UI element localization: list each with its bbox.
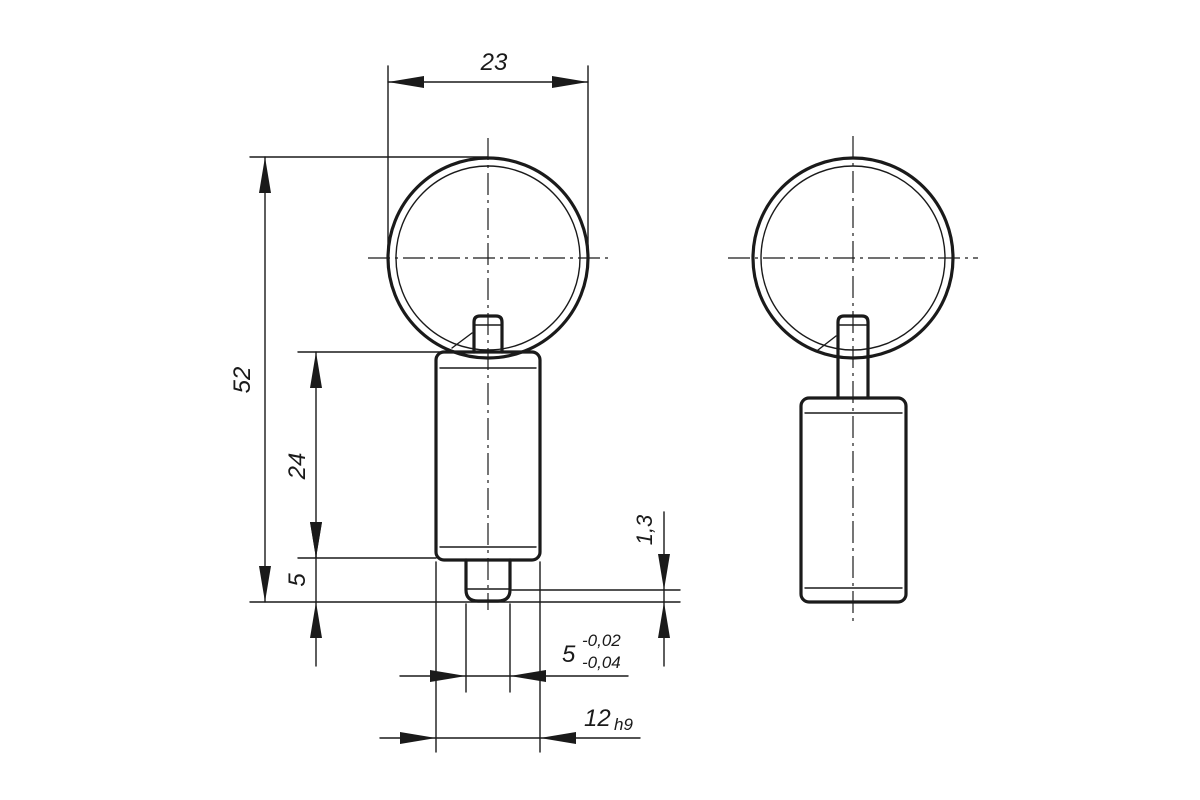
- dim-body-diameter-label: 12: [584, 705, 611, 732]
- dim-body-fit-label: h9: [614, 715, 633, 734]
- dim-body-diameter: 12 h9: [379, 561, 641, 753]
- dim-overall-length-label: 52: [229, 367, 256, 394]
- front-view: [368, 138, 608, 610]
- front-pin: [464, 558, 512, 603]
- dim-ring-width-label: 23: [480, 49, 508, 76]
- side-view: [728, 136, 978, 626]
- dim-body-length: 24: [284, 351, 459, 559]
- side-ring-join: [817, 335, 837, 351]
- dim-ring-width: 23: [387, 49, 589, 259]
- front-ring-join: [451, 332, 473, 349]
- dim-pin-length: 5: [284, 522, 437, 667]
- side-stem: [836, 314, 870, 400]
- dimensions: 23 52 24 5: [229, 49, 681, 753]
- dim-pin-tol-upper: -0,02: [582, 631, 621, 650]
- dim-pin-tol-lower: -0,04: [582, 653, 621, 672]
- dim-overall-length: 52: [229, 156, 681, 603]
- dim-pin-length-label: 5: [284, 573, 311, 587]
- dim-chamfer-label: 1,3: [632, 514, 657, 545]
- dim-pin-diameter: 5 -0,02 -0,04: [399, 603, 629, 693]
- front-knob: [472, 314, 504, 354]
- front-body: [434, 350, 542, 562]
- dim-pin-diameter-label: 5: [562, 641, 576, 668]
- side-body: [799, 396, 908, 604]
- dim-body-length-label: 24: [284, 453, 311, 481]
